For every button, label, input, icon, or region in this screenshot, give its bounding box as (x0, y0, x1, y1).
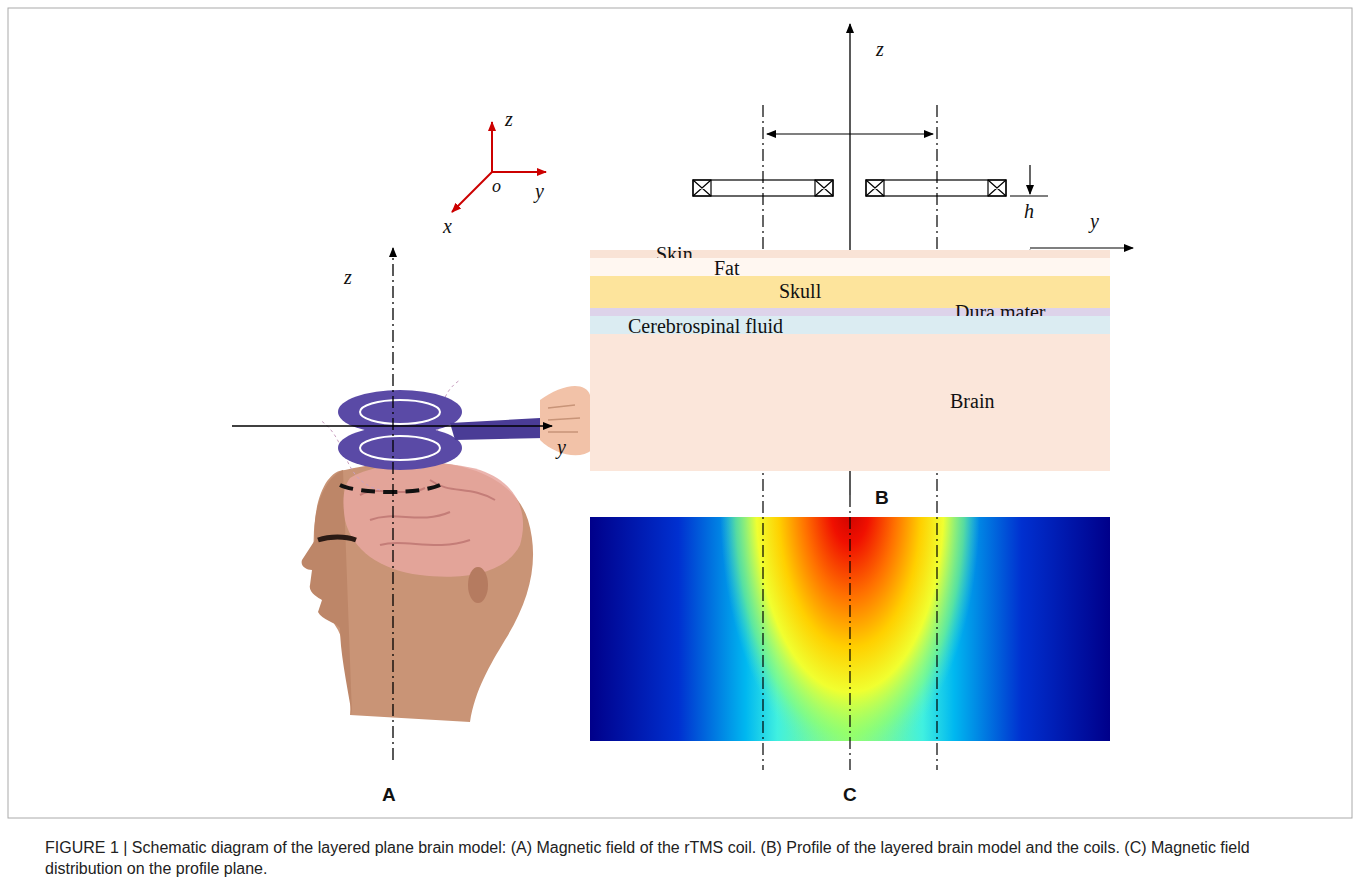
brain-layer: Brain (590, 334, 1110, 471)
axis-label: z (876, 38, 884, 61)
fat-layer: Fat (590, 258, 1110, 276)
axis-label: y (1090, 210, 1099, 233)
panel-label: C (843, 784, 857, 806)
layer-label: Brain (950, 391, 994, 411)
layer-label: Skull (779, 281, 821, 301)
panel-label: A (382, 784, 396, 806)
csf-layer: Cerebrospinal fluid (590, 316, 1110, 334)
figure-caption: FIGURE 1 | Schematic diagram of the laye… (45, 837, 1320, 879)
layer-label: Cerebrospinal fluid (628, 316, 783, 336)
dura-layer: Dura mater (590, 308, 1110, 316)
axis-label: y (557, 436, 566, 459)
axis-label: z (344, 266, 352, 289)
skin-layer: Skin (590, 250, 1110, 258)
dimension-label: h (1024, 200, 1034, 223)
origin-label: o (492, 176, 501, 197)
axis-label: z (505, 108, 513, 131)
axis-label: x (443, 215, 452, 238)
panel-label: B (875, 487, 889, 509)
axis-label: y (535, 180, 544, 203)
layer-label: Fat (714, 258, 740, 278)
